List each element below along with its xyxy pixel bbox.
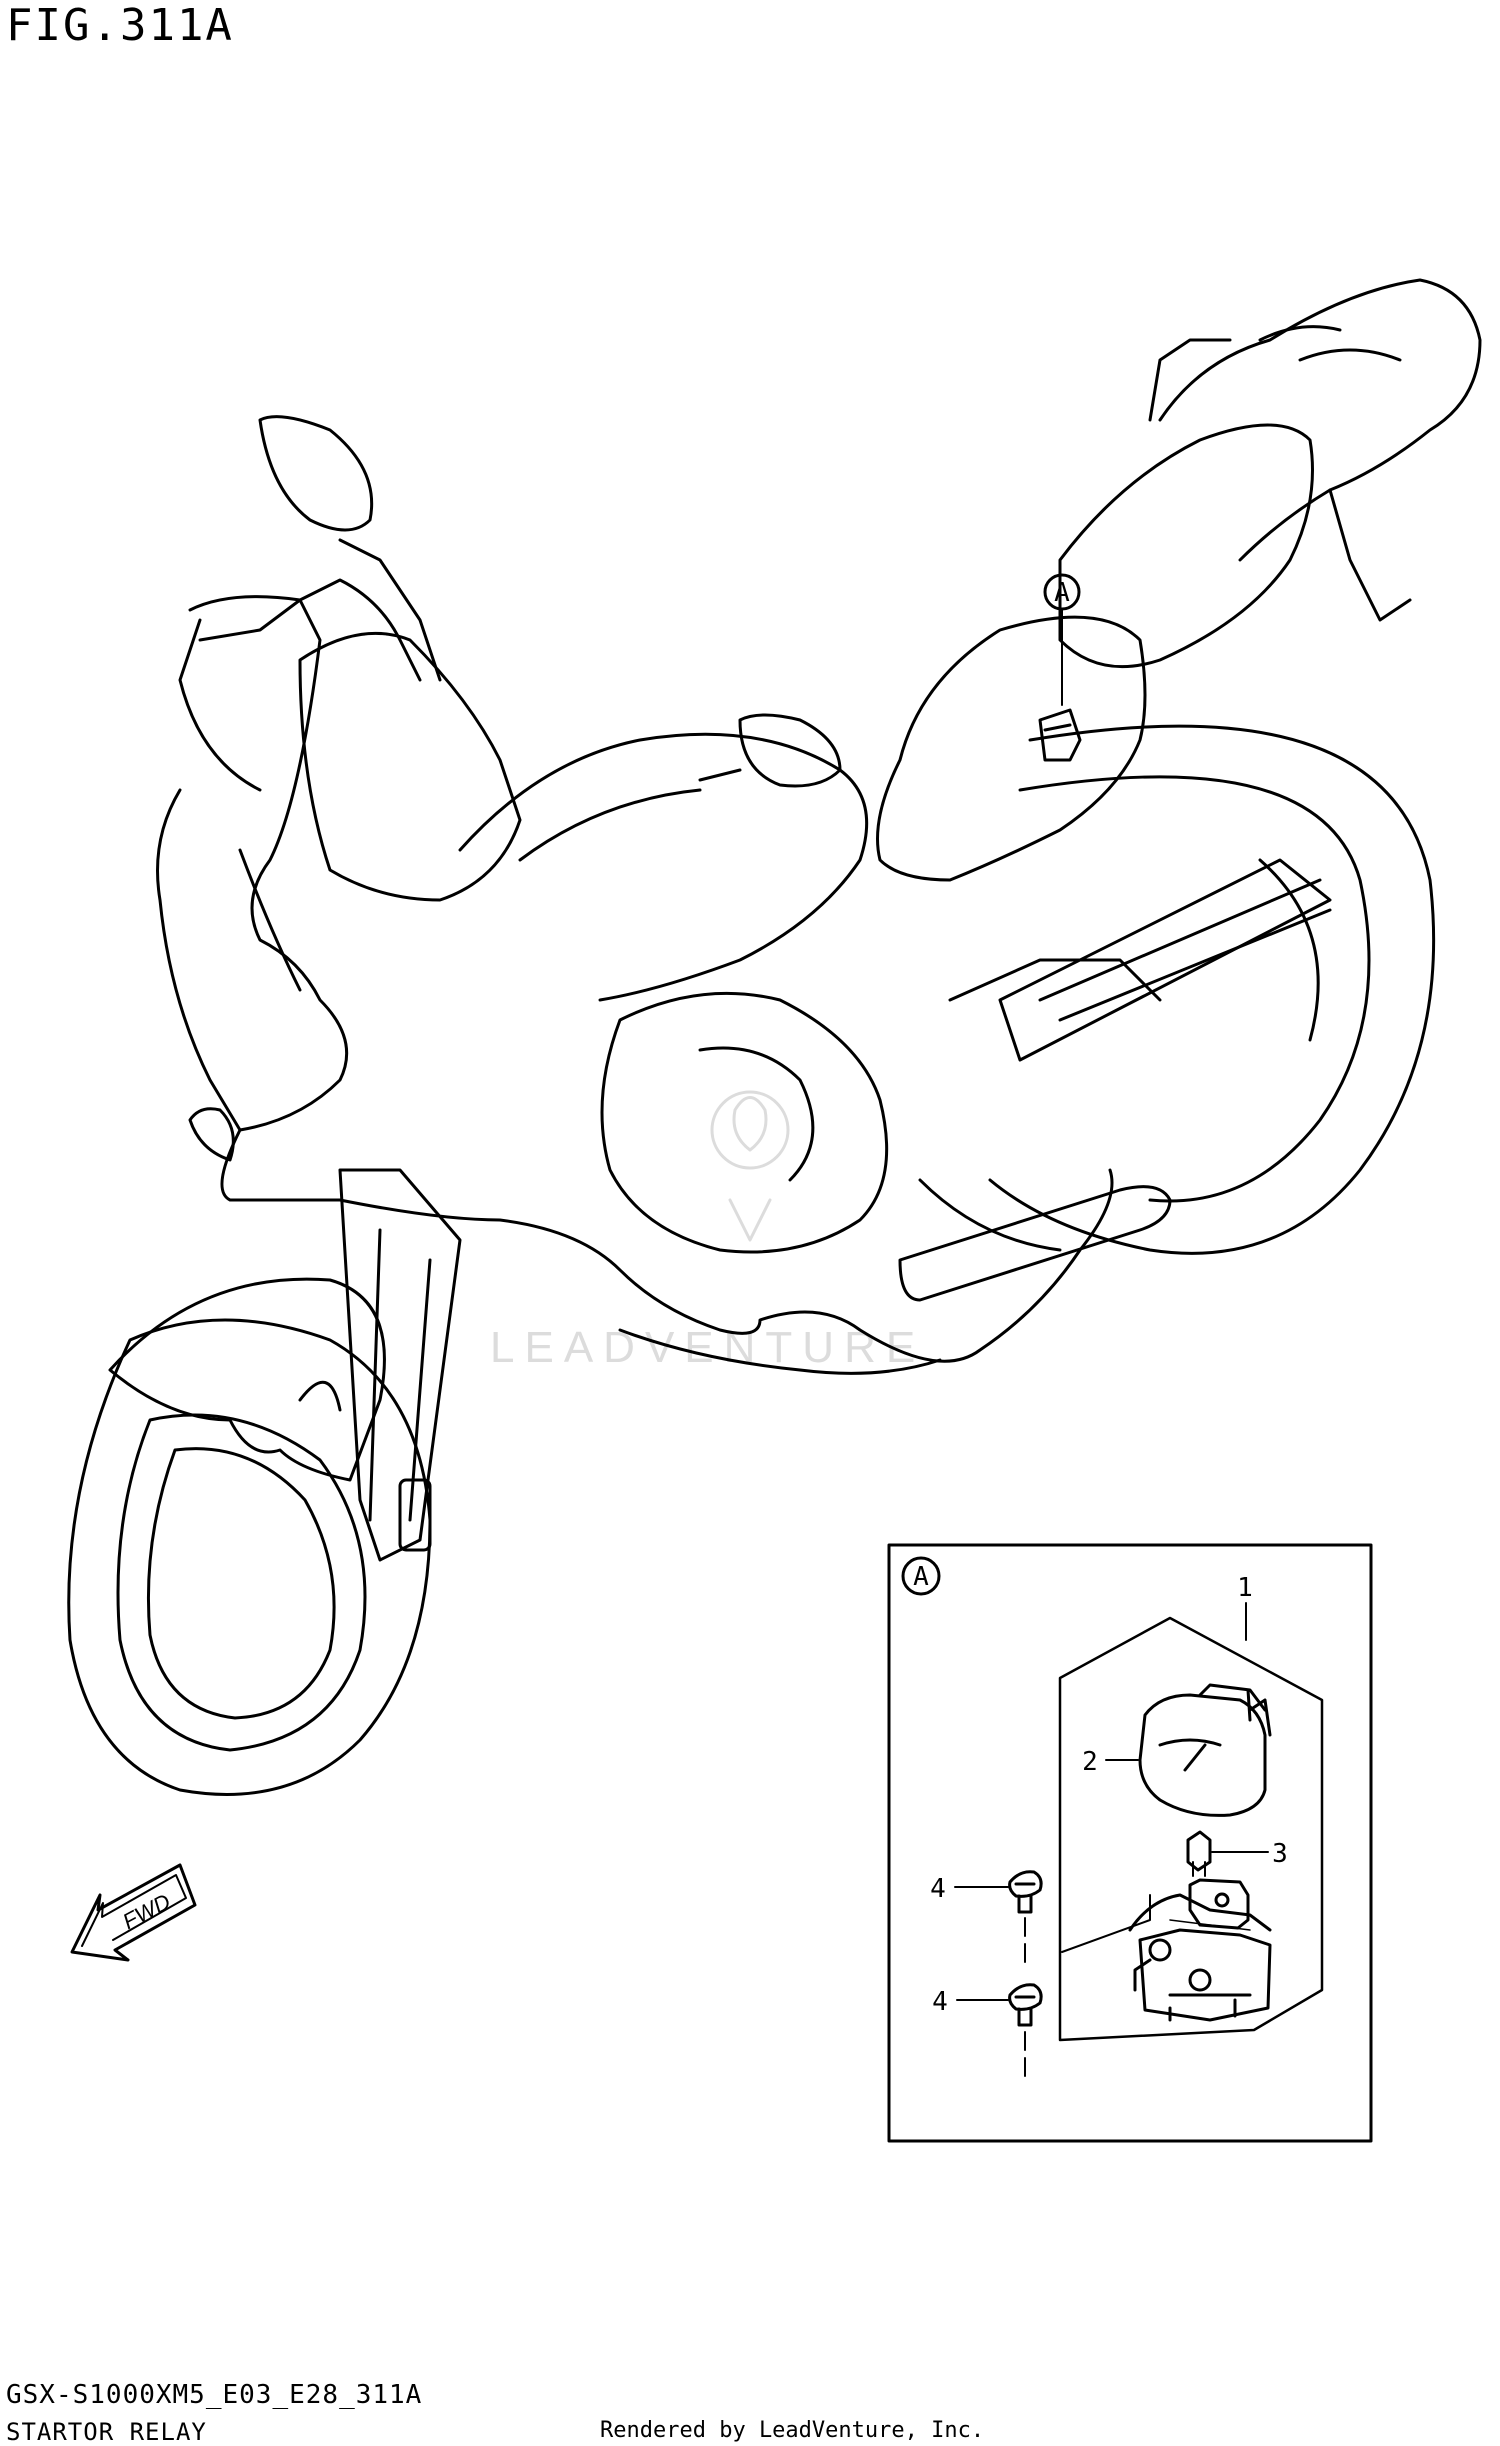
location-marker-a-label: A — [1054, 578, 1070, 608]
figure-name: STARTOR RELAY — [6, 2418, 207, 2446]
inset-border — [887, 1543, 1373, 2143]
tail-section — [1158, 278, 1482, 562]
fuel-tank — [458, 732, 869, 1002]
inset-marker-label: A — [913, 1562, 929, 1592]
fuse — [1186, 1830, 1212, 1872]
callout-1: 1 — [1237, 1573, 1253, 1603]
relay-cover — [1138, 1693, 1267, 1817]
watermark-text: LEADVENTURE — [490, 1323, 925, 1372]
screw-lower — [956, 1983, 1043, 2081]
front-fork — [338, 1168, 462, 1562]
windscreen — [298, 631, 522, 902]
front-fender — [108, 1277, 386, 1482]
left-mirror — [258, 415, 374, 532]
forward-direction-arrow: FWD — [70, 1863, 197, 1962]
location-marker-a: A — [1043, 573, 1081, 706]
rear-wheel — [988, 724, 1436, 1255]
exhaust-pipe — [898, 1185, 1172, 1302]
assembly-bracket — [1058, 1616, 1324, 2042]
front-fairing — [188, 595, 1114, 1363]
front-wheel — [67, 1318, 432, 1796]
seat — [876, 615, 1147, 882]
callout-4-upper: 4 — [930, 1874, 946, 1904]
watermark: LEADVENTURE — [490, 1090, 925, 1372]
figure-code: GSX-S1000XM5_E03_E28_311A — [6, 2380, 423, 2410]
rendered-by-credit: Rendered by LeadVenture, Inc. — [600, 2418, 985, 2443]
callout-2: 2 — [1082, 1747, 1098, 1777]
swingarm — [998, 858, 1332, 1062]
inset-detail-a: A — [887, 1543, 1373, 2143]
starter-relay-body — [1138, 1928, 1272, 2022]
right-mirror — [738, 713, 842, 788]
figure-title: FIG.311A — [6, 0, 234, 51]
engine-block — [600, 991, 889, 1254]
callout-4-lower: 4 — [932, 1987, 948, 2017]
screw-upper — [954, 1870, 1043, 1963]
callout-3: 3 — [1272, 1839, 1288, 1869]
motorcycle-illustration — [67, 278, 1482, 1796]
relay-on-bike — [1038, 708, 1082, 762]
